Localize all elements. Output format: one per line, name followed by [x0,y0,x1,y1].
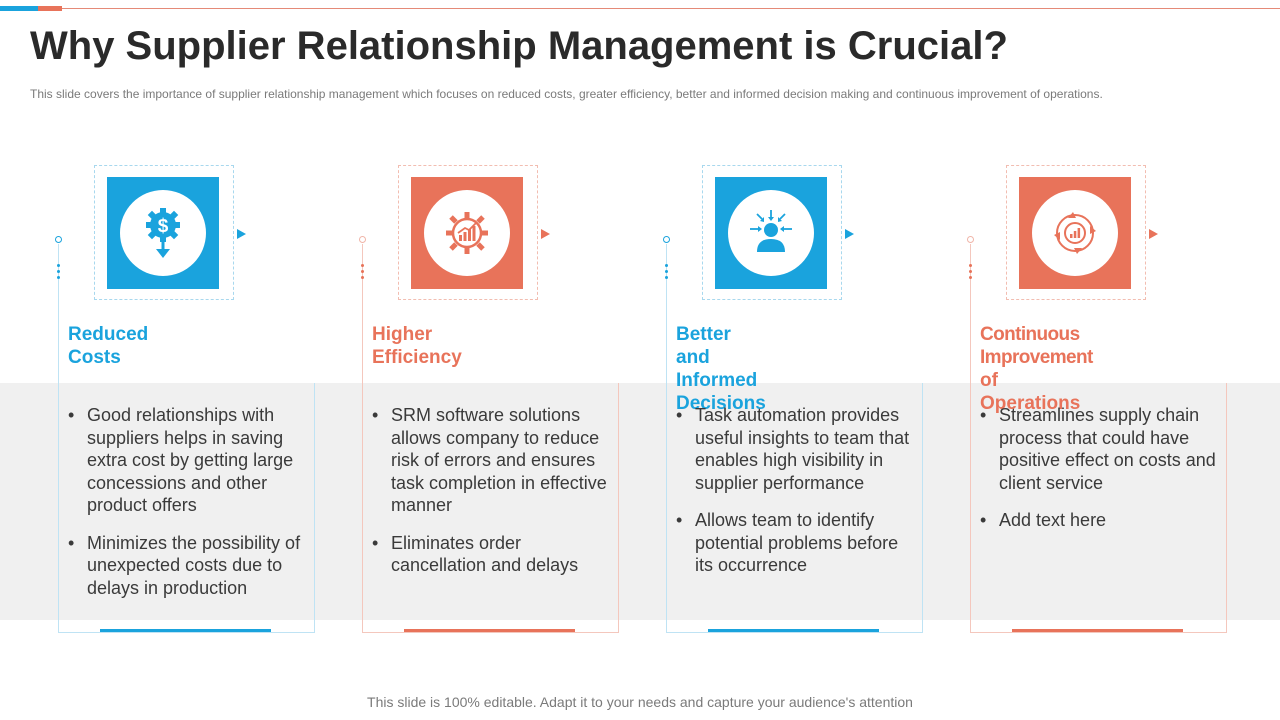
svg-text:$: $ [158,216,169,237]
top-accent-blue [0,6,38,11]
card-bullets: Task automation provides useful insights… [676,404,912,592]
card-underbar [1012,629,1183,632]
timeline-ring [55,236,62,243]
bullet-item: Minimizes the possibility of unexpected … [68,532,304,600]
bullet-item: Good relationships with suppliers helps … [68,404,304,517]
timeline-ring [663,236,670,243]
card-bullets: Good relationships with suppliers helps … [68,404,304,614]
card-bullets: Streamlines supply chain process that co… [980,404,1216,547]
page-subtitle: This slide covers the importance of supp… [30,87,1103,101]
timeline-dot [361,276,364,279]
card-heading: Reduced Costs [68,323,148,369]
card-heading-line1: Reduced [68,324,149,345]
timeline-dot [665,270,668,273]
card-bottom-line [970,632,1227,633]
card-left-line [970,244,971,632]
top-rule [0,8,1280,9]
card-left-line [362,244,363,632]
card-right-line [1226,383,1227,632]
card-left-line [666,244,667,632]
card-heading: Higher Efficiency [372,323,462,369]
card-right-line [314,383,315,632]
arrow-right-icon [845,229,854,239]
card-bottom-line [666,632,923,633]
card-heading: Better and Informed Decisions [676,323,766,415]
cycle-chart-icon [1032,190,1118,276]
card-underbar [404,629,575,632]
timeline-dot [361,270,364,273]
footer-note: This slide is 100% editable. Adapt it to… [367,694,913,710]
card-right-line [618,383,619,632]
timeline-dot [665,276,668,279]
card-heading: Continuous Improvement of Operations [980,323,1093,415]
timeline-dot [969,264,972,267]
bullet-item: Task automation provides useful insights… [676,404,912,494]
arrow-right-icon [1149,229,1158,239]
card-underbar [100,629,271,632]
card-bullets: SRM software solutions allows company to… [372,404,608,592]
bullet-item: Allows team to identify potential proble… [676,509,912,577]
card-heading-line1: Continuous Improvement [980,324,1093,368]
icon-tile [411,177,523,289]
card-heading-line2: Costs [68,347,121,368]
arrow-right-icon [237,229,246,239]
card-bottom-line [58,632,315,633]
icon-frame [1006,165,1146,300]
timeline-dot [969,270,972,273]
icon-tile [715,177,827,289]
bullet-item: SRM software solutions allows company to… [372,404,608,517]
card-left-line [58,244,59,632]
person-focus-icon [728,190,814,276]
icon-tile [1019,177,1131,289]
icon-frame [94,165,234,300]
card-heading-line1: Better and [676,324,731,368]
card-right-line [922,383,923,632]
timeline-dot [57,276,60,279]
page-title: Why Supplier Relationship Management is … [30,24,1008,68]
card-bottom-line [362,632,619,633]
bullet-item: Streamlines supply chain process that co… [980,404,1216,494]
timeline-dot [969,276,972,279]
timeline-dot [665,264,668,267]
timeline-ring [967,236,974,243]
bullet-item: Add text here [980,509,1216,532]
dollar-gear-icon: $ [120,190,206,276]
timeline-dot [57,264,60,267]
icon-frame [702,165,842,300]
icon-tile: $ [107,177,219,289]
timeline-dot [57,270,60,273]
icon-frame [398,165,538,300]
arrow-right-icon [541,229,550,239]
gear-chart-icon [424,190,510,276]
timeline-dot [361,264,364,267]
card-heading-line2: Efficiency [372,347,462,368]
timeline-ring [359,236,366,243]
bullet-item: Eliminates order cancellation and delays [372,532,608,577]
card-heading-line1: Higher [372,324,433,345]
top-accent-orange [38,6,62,11]
card-underbar [708,629,879,632]
